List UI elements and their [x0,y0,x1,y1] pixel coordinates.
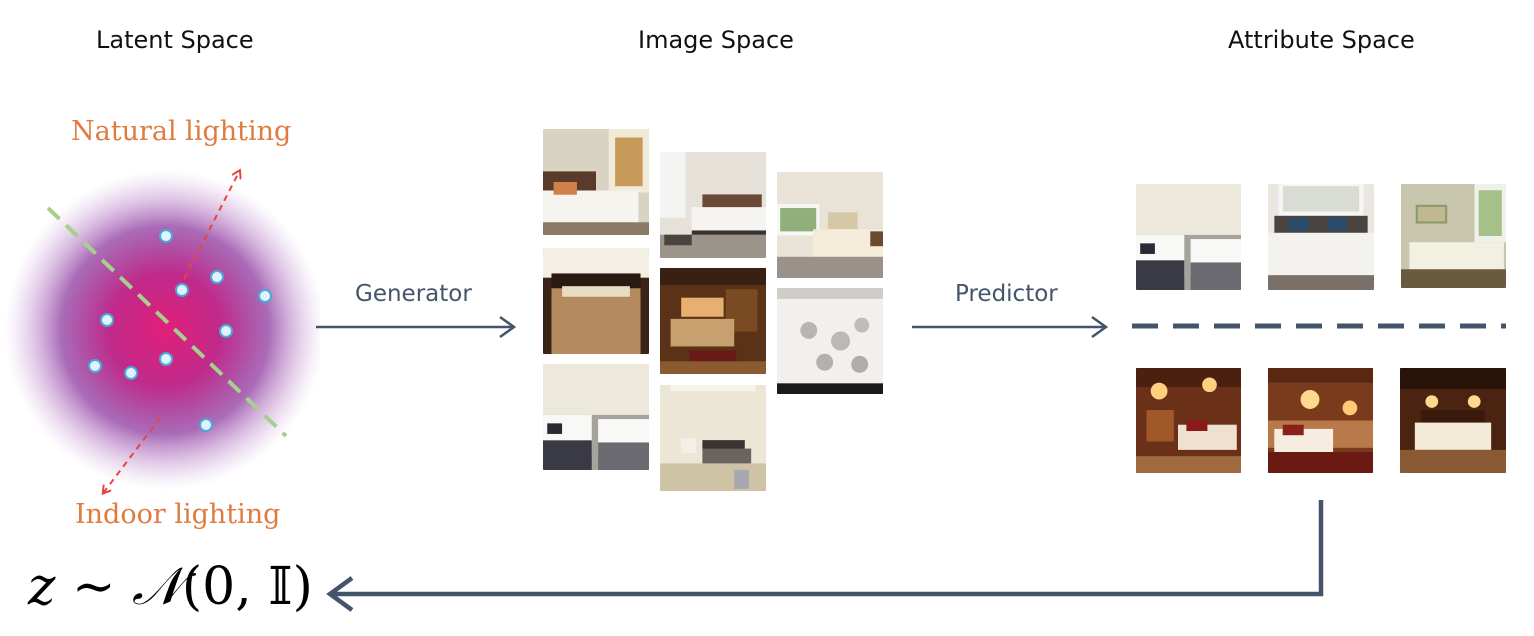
indoor-lighting-result-image [1400,368,1506,473]
indoor-lighting-direction-arrow [104,417,161,492]
decision-boundary [46,206,288,438]
latent-points [88,229,272,432]
latent-point [199,418,213,432]
latent-point [258,289,272,303]
generated-bedroom-image [543,129,649,235]
natural-lighting-result-image [1268,184,1374,290]
natural-lighting-result-image [1401,184,1506,288]
generator-arrow [316,315,517,339]
generated-bedroom-image [777,288,883,394]
latent-point [100,313,114,327]
natural-lighting-result-image [1136,184,1241,290]
indoor-lighting-label: Indoor lighting [75,499,281,530]
predictor-label: Predictor [955,281,1058,307]
feedback-arrow [326,500,1324,612]
indoor-lighting-result-image [1268,368,1373,473]
generated-bedroom-image [543,364,649,470]
latent-point [124,366,138,380]
formula-arguments: (0, 𝕀) [181,557,313,617]
latent-point [159,229,173,243]
formula-distribution: 𝒩 [132,557,182,617]
attribute-space-title: Attribute Space [1228,26,1415,54]
image-space-title: Image Space [638,26,794,54]
generated-bedroom-image [660,268,766,374]
latent-point [175,283,189,297]
indoor-lighting-result-image [1136,368,1241,473]
latent-point [210,270,224,284]
latent-prior-formula: z ∼ 𝒩(0, 𝕀) [28,557,313,618]
latent-space-title: Latent Space [96,26,254,54]
latent-point [88,359,102,373]
attribute-divider [1132,323,1506,329]
natural-lighting-label: Natural lighting [71,116,292,147]
latent-space-diagram [5,100,320,520]
latent-point [219,324,233,338]
latent-point [159,352,173,366]
generator-label: Generator [355,281,472,307]
generated-bedroom-image [660,385,766,491]
formula-relation: ∼ [71,557,116,617]
latent-distribution-blob [5,170,320,490]
generated-bedroom-image [777,172,883,278]
formula-variable: z [28,557,56,617]
generated-bedroom-image [660,152,766,258]
predictor-arrow [912,315,1109,339]
natural-lighting-direction-arrow [183,172,239,280]
generated-bedroom-image [543,248,649,354]
